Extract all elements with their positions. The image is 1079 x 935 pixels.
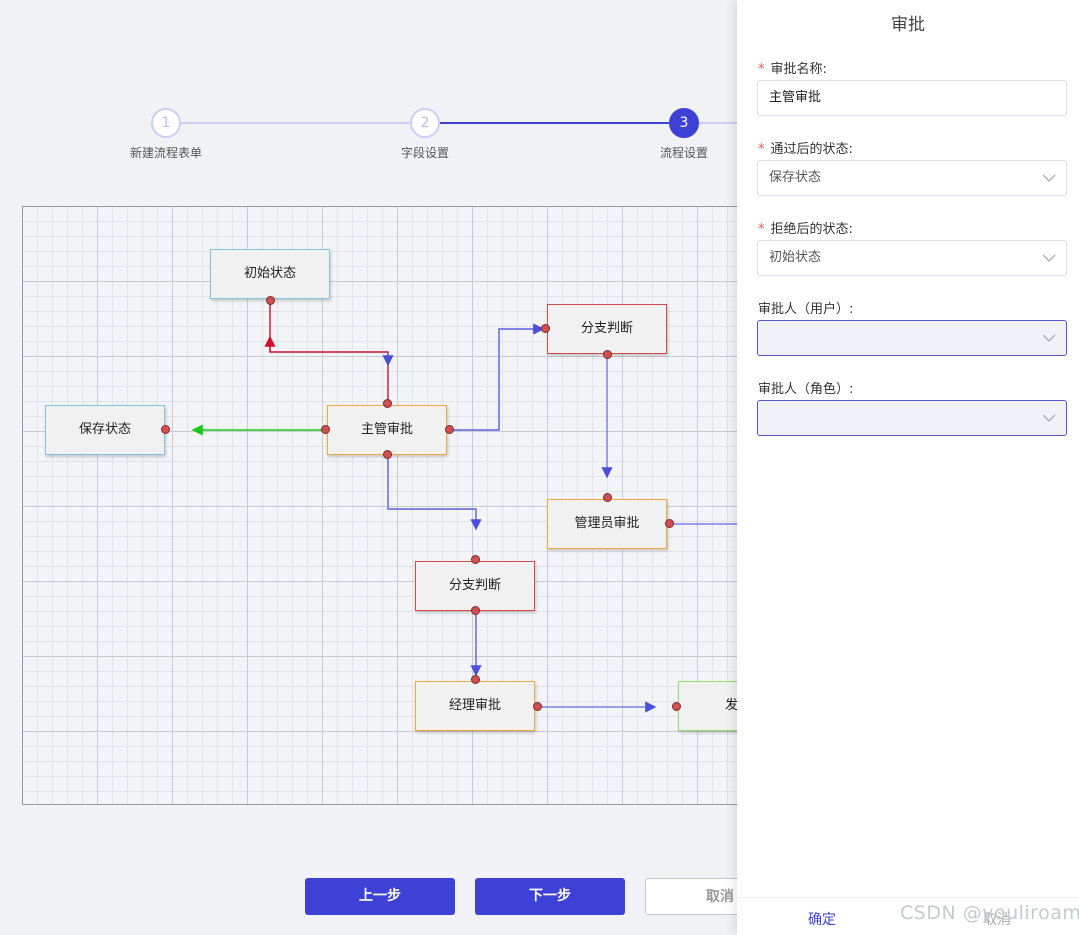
- node-port[interactable]: [533, 702, 542, 711]
- node-port[interactable]: [383, 399, 392, 408]
- edge-supervisor-branch-top: [449, 323, 545, 431]
- step-connector: [181, 122, 411, 124]
- node-send[interactable]: 发起: [678, 681, 738, 731]
- edge-initial-supervisor: [269, 303, 389, 405]
- approval-drawer: 审批 *审批名称: 主管审批 *通过后的状态: 保存状态 *拒绝后的状态: 初始…: [737, 0, 1079, 935]
- step-2-label: 字段设置: [400, 146, 450, 160]
- watermark: CSDN @youliroam: [900, 902, 1079, 924]
- approver-user-label: 审批人（用户）:: [758, 302, 854, 317]
- reject-state-value: 初始状态: [769, 250, 822, 265]
- pass-state-label: *通过后的状态:: [758, 142, 853, 157]
- node-port[interactable]: [471, 606, 480, 615]
- steps-bar: 1 新建流程表单 2 字段设置 3 流程设置: [0, 108, 740, 168]
- node-port[interactable]: [161, 425, 170, 434]
- approval-name-label: *审批名称:: [758, 62, 827, 77]
- node-port[interactable]: [471, 675, 480, 684]
- node-port[interactable]: [471, 555, 480, 564]
- reject-state-label: *拒绝后的状态:: [758, 222, 853, 237]
- step-2-circle[interactable]: 2: [410, 108, 440, 138]
- node-manager-approval[interactable]: 经理审批: [415, 681, 535, 731]
- flow-canvas[interactable]: 初始状态 保存状态 主管审批 分支判断 管理员审批 分支判断 经理审批 发起: [22, 206, 738, 805]
- node-supervisor-approval[interactable]: 主管审批: [327, 405, 447, 455]
- chevron-down-icon: [1042, 174, 1056, 182]
- pass-state-value: 保存状态: [769, 170, 822, 185]
- drawer-footer: 确定 取消: [737, 897, 1079, 935]
- approver-user-select[interactable]: [757, 320, 1067, 356]
- node-branch-top[interactable]: 分支判断: [547, 304, 667, 354]
- step-1-circle[interactable]: 1: [151, 108, 181, 138]
- chevron-down-icon: [1042, 254, 1056, 262]
- node-port[interactable]: [603, 493, 612, 502]
- flow-edges: [191, 303, 738, 713]
- node-port[interactable]: [321, 425, 330, 434]
- node-initial-state[interactable]: 初始状态: [210, 249, 330, 299]
- node-port[interactable]: [541, 324, 550, 333]
- next-step-button[interactable]: 下一步: [475, 878, 625, 915]
- step-3-label: 流程设置: [659, 146, 709, 160]
- node-port[interactable]: [665, 519, 674, 528]
- node-port[interactable]: [383, 450, 392, 459]
- approval-name-input[interactable]: 主管审批: [757, 80, 1067, 116]
- approver-role-select[interactable]: [757, 400, 1067, 436]
- drawer-title: 审批: [891, 15, 925, 35]
- chevron-down-icon: [1042, 414, 1056, 422]
- confirm-button[interactable]: 确定: [808, 912, 836, 928]
- step-3-circle[interactable]: 3: [669, 108, 699, 138]
- node-port[interactable]: [672, 702, 681, 711]
- node-port[interactable]: [266, 296, 275, 305]
- reject-state-select[interactable]: 初始状态: [757, 240, 1067, 276]
- step-connector-active: [440, 122, 670, 124]
- pass-state-select[interactable]: 保存状态: [757, 160, 1067, 196]
- chevron-down-icon: [1042, 334, 1056, 342]
- node-save-state[interactable]: 保存状态: [45, 405, 165, 455]
- edge-supervisor-branch-bottom: [387, 455, 482, 531]
- node-branch-bottom[interactable]: 分支判断: [415, 561, 535, 611]
- step-1-label: 新建流程表单: [129, 146, 203, 160]
- node-port[interactable]: [445, 425, 454, 434]
- drawer-cancel-button[interactable]: 取消: [983, 912, 1011, 928]
- node-admin-approval[interactable]: 管理员审批: [547, 499, 667, 549]
- step-connector: [699, 122, 740, 124]
- prev-step-button[interactable]: 上一步: [305, 878, 455, 915]
- node-port[interactable]: [603, 350, 612, 359]
- approver-role-label: 审批人（角色）:: [758, 382, 854, 397]
